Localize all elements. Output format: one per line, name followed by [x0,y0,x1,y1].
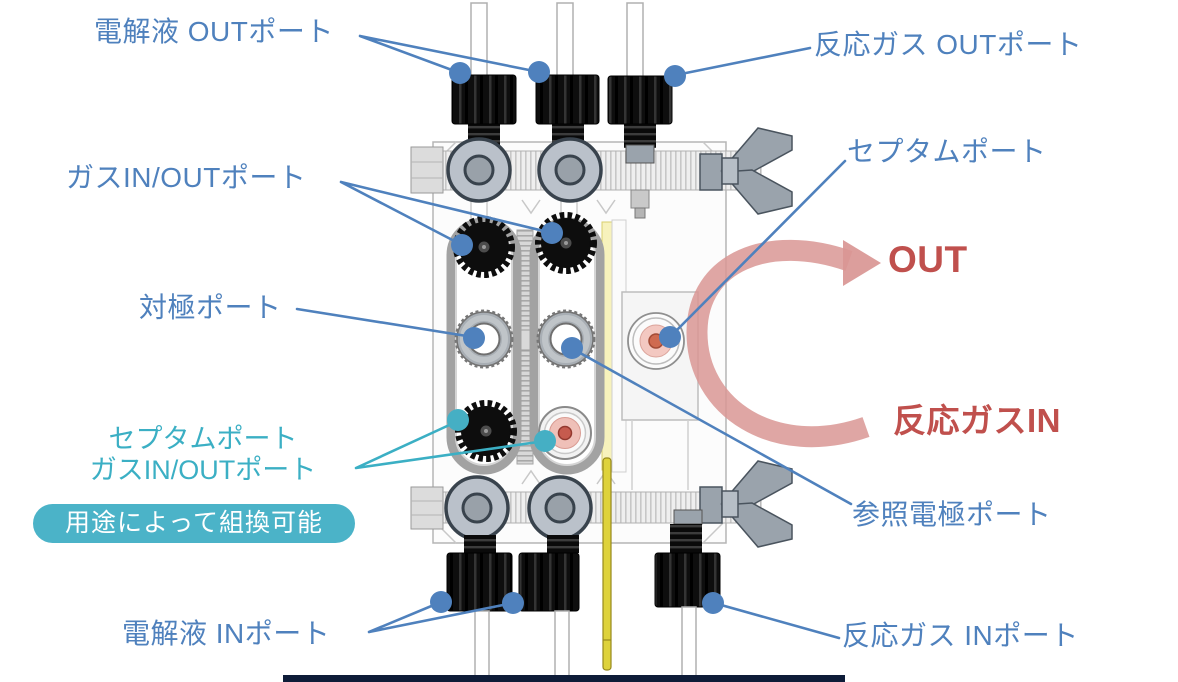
label-gas-in-out-swap: ガスIN/OUTポート [89,455,317,485]
label-reaction-gas-out: 反応ガス OUTポート [814,29,1083,60]
bottom-tubes [474,606,697,682]
label-reaction-gas-in: 反応ガス INポート [842,620,1079,651]
leader-lines-teal [354,419,547,470]
reaction-gas-flow-arrow [686,239,881,448]
label-flow-out: OUT [888,239,968,280]
label-septum-swap: セプタムポート [108,424,298,454]
label-flow-in: 反応ガスIN [893,402,1061,439]
leader-lines-blue [295,34,853,640]
label-electrolyte-out: 電解液 OUTポート [94,16,334,47]
yellow-electrode-tube [602,457,612,671]
bottom-wing-nut [699,460,793,548]
fitting-electrolyte-out-2 [535,74,600,125]
top-wing-nut [699,127,793,215]
fitting-reaction-gas-out [607,75,673,125]
leader-dots-teal [447,409,556,452]
leader-dots-blue [430,61,724,614]
swap-capability-badge: 用途によって組換可能 [33,504,355,543]
gas-port-gear-knob-bottom-left [455,400,517,462]
label-counter-electrode: 対極ポート [139,292,282,323]
fitting-electrolyte-in-2 [518,552,580,612]
label-septum-port-right: セプタムポート [847,136,1047,167]
top-fittings [451,74,673,152]
label-swap-ports-group: セプタムポート ガスIN/OUTポート [55,424,351,486]
bottom-fittings [446,509,721,612]
fitting-electrolyte-out-1 [451,74,517,125]
label-gas-in-out: ガスIN/OUTポート [66,162,307,193]
top-knobs [446,137,603,225]
label-reference-electrode: 参照電極ポート [852,499,1052,530]
photo-bottom-bar [283,675,845,682]
label-electrolyte-in: 電解液 INポート [122,618,331,649]
